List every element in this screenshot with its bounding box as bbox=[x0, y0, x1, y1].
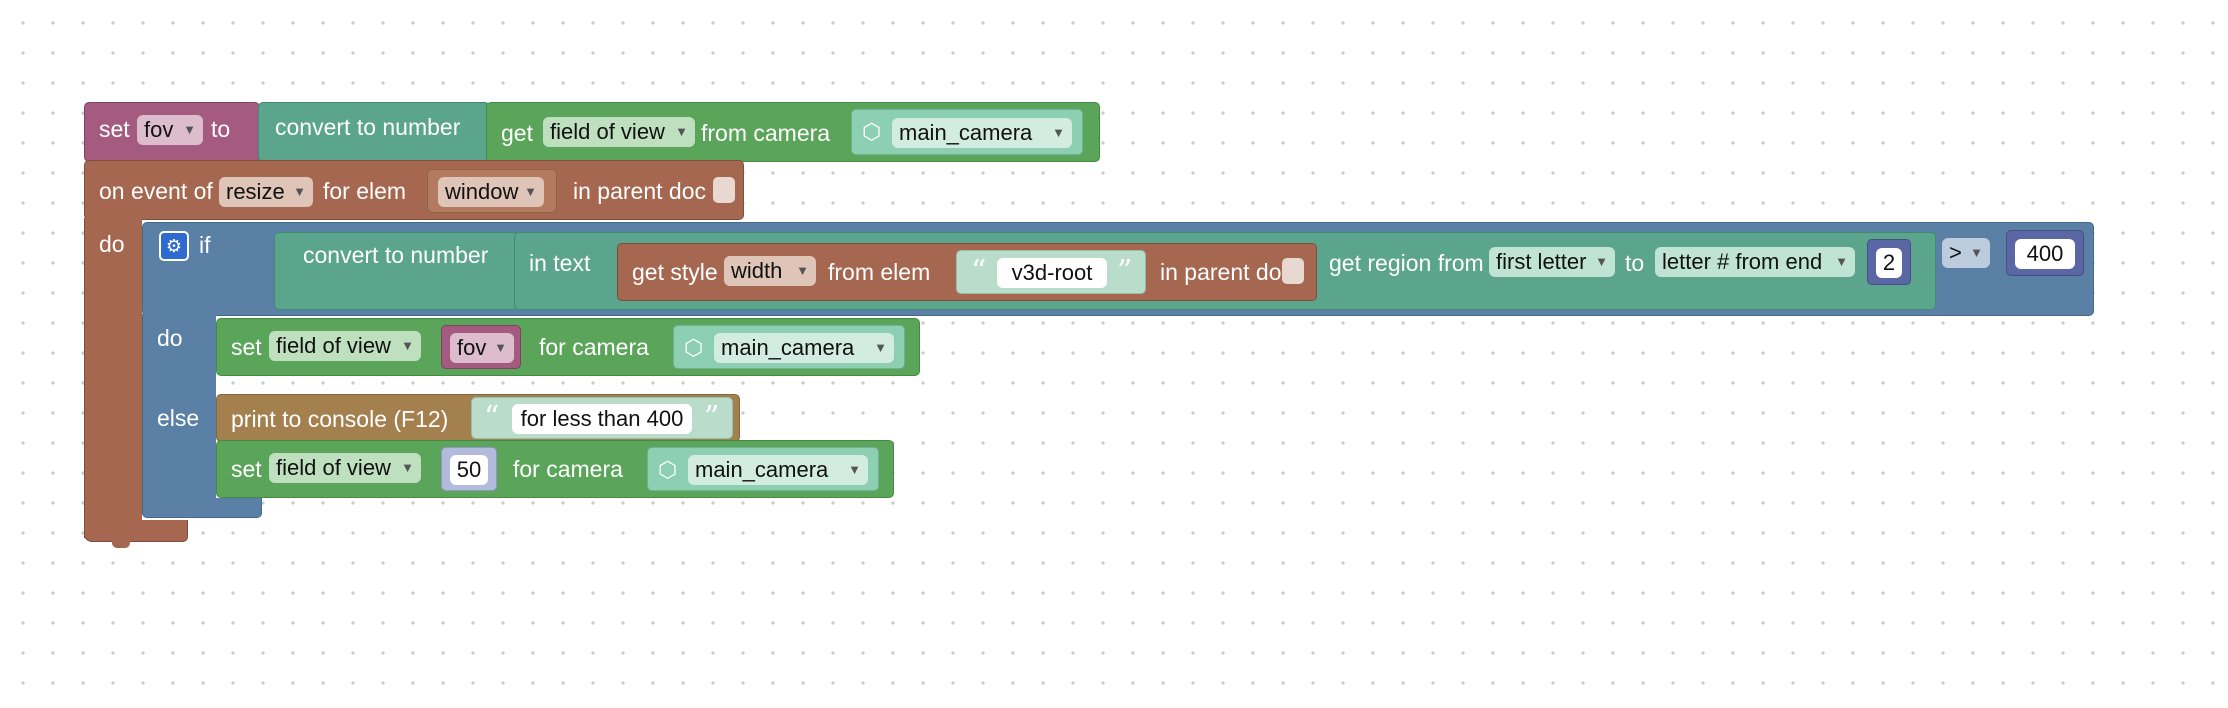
event-do-arm: do bbox=[84, 218, 142, 538]
number-block-compare[interactable]: 400 bbox=[2006, 230, 2084, 276]
convert-label: convert to number bbox=[275, 114, 461, 140]
get-camera-property-block[interactable]: get field of view▼ from camera ⬡ main_ca… bbox=[486, 102, 1100, 162]
gear-icon[interactable]: ⚙ bbox=[159, 231, 189, 261]
open-quote-icon: “ bbox=[484, 400, 500, 435]
close-quote-icon: ” bbox=[704, 400, 720, 435]
on-event-label: on event of bbox=[99, 178, 213, 204]
chevron-down-icon: ▼ bbox=[1595, 254, 1608, 269]
camera-object-block[interactable]: ⬡ main_camera▼ bbox=[851, 109, 1083, 155]
compare-number-field[interactable]: 400 bbox=[2015, 239, 2075, 269]
for-elem-label: for elem bbox=[323, 178, 407, 204]
chevron-down-icon: ▼ bbox=[494, 340, 507, 355]
region-from-dropdown[interactable]: first letter▼ bbox=[1489, 247, 1615, 277]
to-label: to bbox=[1625, 250, 1645, 276]
text-string-field[interactable]: v3d-root bbox=[997, 258, 1107, 288]
camera-property-dropdown[interactable]: field of view▼ bbox=[269, 453, 421, 483]
chevron-down-icon: ▼ bbox=[293, 184, 306, 199]
compare-operator-dropdown[interactable]: >▼ bbox=[1942, 238, 1990, 268]
print-to-console-block[interactable]: print to console (F12) “ for less than 4… bbox=[216, 394, 740, 442]
for-camera-label: for camera bbox=[513, 456, 623, 482]
chevron-down-icon: ▼ bbox=[848, 462, 861, 477]
element-dropdown[interactable]: window▼ bbox=[438, 177, 544, 207]
camera-property-dropdown[interactable]: field of view▼ bbox=[543, 117, 695, 147]
do-label: do bbox=[157, 325, 183, 351]
chevron-down-icon: ▼ bbox=[401, 460, 414, 475]
get-style-block[interactable]: get style width▼ from elem “ v3d-root ” … bbox=[617, 243, 1317, 301]
event-dropdown[interactable]: resize▼ bbox=[219, 177, 313, 207]
set-camera-property-block[interactable]: set field of view▼ fov▼ for camera ⬡ mai… bbox=[216, 318, 920, 376]
chevron-down-icon: ▼ bbox=[524, 184, 537, 199]
style-property-dropdown[interactable]: width▼ bbox=[724, 256, 816, 286]
print-label: print to console (F12) bbox=[231, 406, 449, 432]
variable-dropdown-fov[interactable]: fov▼ bbox=[450, 333, 514, 363]
variable-dropdown-fov[interactable]: fov▼ bbox=[137, 115, 203, 145]
do-label: do bbox=[99, 231, 125, 257]
camera-property-dropdown[interactable]: field of view▼ bbox=[269, 331, 421, 361]
camera-dropdown[interactable]: main_camera▼ bbox=[892, 118, 1072, 148]
get-style-label: get style bbox=[632, 259, 718, 285]
set-fov-block[interactable]: set fov▼ to bbox=[84, 102, 260, 162]
camera-dropdown[interactable]: main_camera▼ bbox=[688, 455, 868, 485]
element-block[interactable]: window▼ bbox=[427, 169, 557, 213]
number-block-region[interactable]: 2 bbox=[1867, 239, 1911, 285]
open-quote-icon: “ bbox=[971, 254, 987, 289]
region-number-field[interactable]: 2 bbox=[1876, 248, 1902, 278]
if-block-footer bbox=[142, 498, 262, 518]
get-label: get bbox=[501, 120, 533, 146]
parent-doc-checkbox[interactable] bbox=[713, 177, 735, 203]
camera-object-block[interactable]: ⬡ main_camera▼ bbox=[647, 447, 879, 491]
camera-dropdown[interactable]: main_camera▼ bbox=[714, 333, 894, 363]
for-camera-label: for camera bbox=[539, 334, 649, 360]
if-convert-to-number-block[interactable]: convert to number bbox=[274, 232, 518, 310]
number-block-value[interactable]: 50 bbox=[441, 447, 497, 491]
value-number-field[interactable]: 50 bbox=[450, 455, 488, 485]
get-region-label: get region from bbox=[1329, 250, 1484, 276]
set-camera-property-block-else[interactable]: set field of view▼ 50 for camera ⬡ main_… bbox=[216, 440, 894, 498]
event-block-body[interactable]: on event of resize▼ for elem window▼ in … bbox=[84, 160, 744, 220]
chevron-down-icon: ▼ bbox=[874, 340, 887, 355]
in-parent-doc-label: in parent doc bbox=[1160, 259, 1293, 285]
convert-label: convert to number bbox=[303, 242, 489, 268]
else-label: else bbox=[157, 405, 200, 431]
set-label: set bbox=[231, 334, 262, 360]
in-parent-doc-label: in parent doc bbox=[573, 178, 706, 204]
event-bottom-tab bbox=[112, 540, 130, 548]
set-label: set bbox=[99, 116, 130, 142]
text-string-block[interactable]: “ v3d-root ” bbox=[956, 250, 1146, 294]
if-arm: do else bbox=[142, 314, 216, 514]
if-label: if bbox=[199, 232, 211, 258]
close-quote-icon: ” bbox=[1117, 254, 1133, 289]
chevron-down-icon: ▼ bbox=[675, 124, 688, 139]
parent-doc-checkbox[interactable] bbox=[1282, 258, 1304, 284]
cube-icon: ⬡ bbox=[862, 119, 882, 144]
chevron-down-icon: ▼ bbox=[1052, 125, 1065, 140]
set-label: set bbox=[231, 456, 262, 482]
event-block-footer bbox=[84, 520, 188, 542]
from-camera-label: from camera bbox=[701, 120, 831, 146]
variable-get-block[interactable]: fov▼ bbox=[441, 325, 521, 369]
chevron-down-icon: ▼ bbox=[401, 338, 414, 353]
from-elem-label: from elem bbox=[828, 259, 931, 285]
chevron-down-icon: ▼ bbox=[1835, 254, 1848, 269]
camera-object-block[interactable]: ⬡ main_camera▼ bbox=[673, 325, 905, 369]
cube-icon: ⬡ bbox=[684, 335, 704, 360]
print-message-field[interactable]: for less than 400 bbox=[512, 404, 692, 434]
chevron-down-icon: ▼ bbox=[796, 263, 809, 278]
convert-to-number-block[interactable]: convert to number bbox=[258, 102, 490, 162]
chevron-down-icon: ▼ bbox=[1970, 245, 1983, 260]
region-to-dropdown[interactable]: letter # from end▼ bbox=[1655, 247, 1855, 277]
in-text-label: in text bbox=[529, 250, 591, 276]
in-text-block[interactable]: in text get style width▼ from elem “ v3d… bbox=[514, 232, 1936, 310]
to-label: to bbox=[211, 116, 231, 142]
text-string-block[interactable]: “ for less than 400 ” bbox=[471, 397, 733, 439]
chevron-down-icon: ▼ bbox=[183, 122, 196, 137]
cube-icon: ⬡ bbox=[658, 457, 678, 482]
